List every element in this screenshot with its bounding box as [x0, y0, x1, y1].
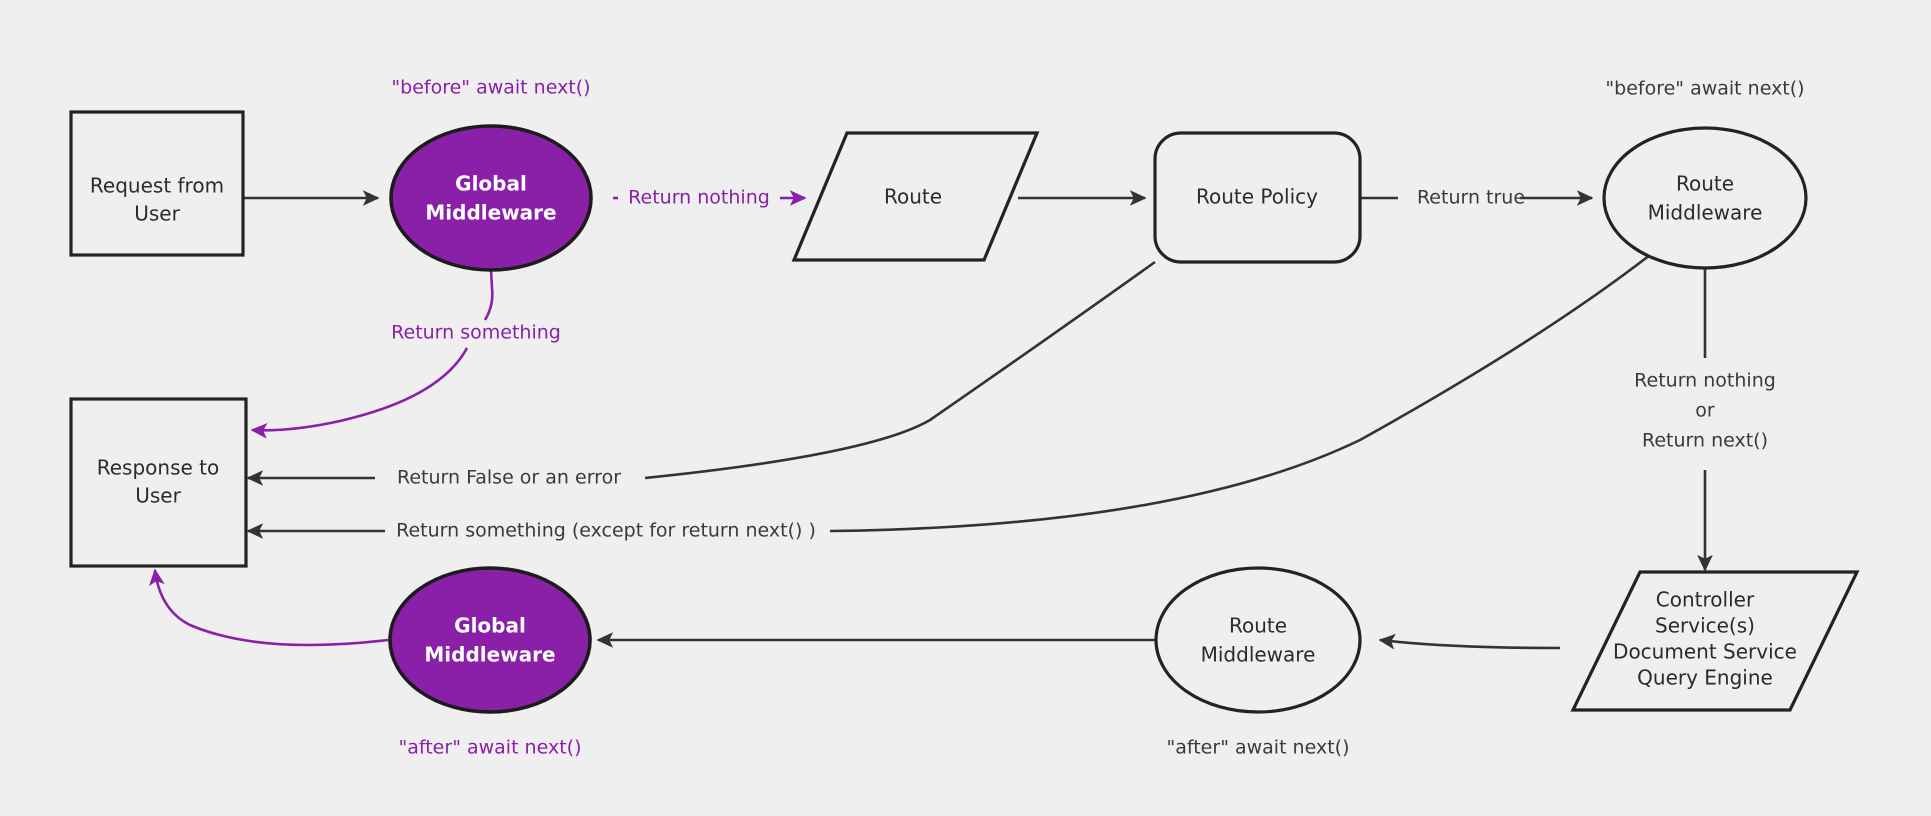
global-middleware-top-shape: [389, 124, 593, 272]
controller-label-line3: Document Service: [1613, 640, 1797, 664]
edge-controller-to-route-mw-bottom: [1378, 633, 1561, 650]
controller-label-line4: Query Engine: [1637, 666, 1773, 690]
route-middleware-top-shape: [1602, 126, 1808, 270]
annot-before-await-next-route: "before" await next(): [1605, 78, 1804, 100]
route-middleware-top-label-line1: Route: [1676, 172, 1734, 196]
edge-route-policy-to-response-curve: [644, 260, 1156, 480]
response-to-user-label-line1: Response to: [97, 456, 220, 480]
edge-label-return-nothing-or-next-1: Return nothing: [1634, 370, 1776, 392]
response-to-user-shape: [69, 397, 248, 568]
edge-label-return-nothing: Return nothing: [628, 187, 770, 209]
global-middleware-bottom-label-line2: Middleware: [424, 643, 555, 667]
controller-label-line2: Service(s): [1655, 614, 1755, 638]
edge-label-return-nothing-or-next-3: Return next(): [1642, 430, 1768, 452]
request-from-user-shape: [69, 110, 245, 257]
global-middleware-top-label-line1: Global: [455, 172, 527, 196]
node-route-policy[interactable]: Route Policy: [1153, 131, 1362, 264]
route-policy-shape: [1153, 131, 1362, 264]
route-policy-label: Route Policy: [1196, 185, 1318, 209]
annot-before-await-next-global: "before" await next(): [391, 77, 590, 99]
node-request-from-user[interactable]: Request from User: [69, 110, 245, 257]
edge-global-mw-bottom-to-response: [149, 568, 389, 647]
node-response-to-user[interactable]: Response to User: [69, 397, 248, 568]
edge-global-mw-to-response: [250, 347, 469, 439]
edge-label-return-something-except-next: Return something (except for return next…: [396, 520, 816, 542]
controller-label-line1: Controller: [1656, 588, 1755, 612]
route-middleware-bottom-shape: [1154, 566, 1362, 714]
response-to-user-label-line2: User: [135, 484, 181, 508]
global-middleware-top-label-line2: Middleware: [425, 201, 556, 225]
request-from-user-label-line1: Request from: [90, 174, 224, 198]
edge-label-return-false-or-error: Return False or an error: [397, 467, 621, 489]
edge-label-return-nothing-or-next-2: or: [1695, 400, 1715, 422]
route-label: Route: [884, 185, 942, 209]
node-global-middleware-bottom[interactable]: Global Middleware: [388, 566, 592, 714]
route-middleware-bottom-label-line1: Route: [1229, 614, 1287, 638]
controller-services-shape: [1570, 570, 1860, 712]
route-shape: [791, 131, 1040, 262]
annot-after-await-next-route: "after" await next(): [1167, 737, 1350, 759]
annot-after-await-next-global: "after" await next(): [399, 737, 582, 759]
global-middleware-bottom-shape: [388, 566, 592, 714]
edge-label-return-something-purple: Return something: [391, 322, 561, 344]
edge-route-mw-to-response-curve: [829, 253, 1651, 533]
route-middleware-top-label-line2: Middleware: [1648, 201, 1763, 225]
node-route[interactable]: Route: [791, 131, 1040, 262]
node-controller-services[interactable]: Controller Service(s) Document Service Q…: [1570, 570, 1860, 712]
global-middleware-bottom-label-line1: Global: [454, 614, 526, 638]
edge-global-mw-down-stub: [483, 269, 494, 321]
edge-label-return-true: Return true: [1417, 187, 1525, 209]
node-route-middleware-bottom[interactable]: Route Middleware: [1154, 566, 1362, 714]
route-middleware-bottom-label-line2: Middleware: [1201, 643, 1316, 667]
node-global-middleware-top[interactable]: Global Middleware: [389, 124, 593, 272]
node-route-middleware-top[interactable]: Route Middleware: [1602, 126, 1808, 270]
request-from-user-label-line2: User: [134, 202, 180, 226]
